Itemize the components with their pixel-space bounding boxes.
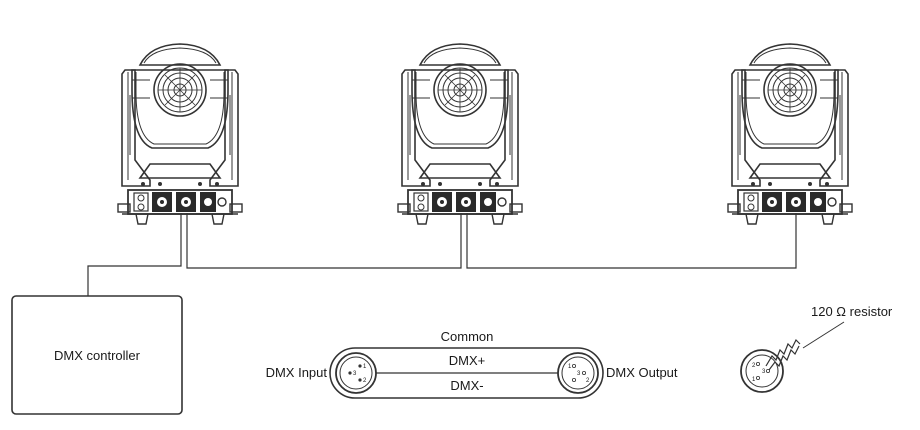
input-pin-2: 2 — [363, 378, 367, 384]
resistor-icon — [765, 338, 801, 367]
dmx-minus-label: DMX- — [450, 378, 483, 393]
dmx-output-label: DMX Output — [606, 365, 678, 380]
terminator-pin-2: 2 — [752, 363, 756, 369]
resistor-label: 120 Ω resistor — [811, 304, 893, 319]
input-pin-1: 1 — [363, 364, 367, 370]
dmx-plus-label: DMX+ — [449, 353, 485, 368]
dmx-controller-label: DMX controller — [54, 348, 141, 363]
input-pin-3: 3 — [353, 371, 357, 377]
terminator-pin-3: 3 — [762, 369, 766, 375]
dmx-input-label: DMX Input — [266, 365, 328, 380]
fixture-3 — [727, 43, 853, 225]
output-pin-3: 3 — [577, 371, 581, 377]
dmx-wiring — [87, 213, 797, 296]
dmx-input-connector: 1 3 2 — [335, 352, 377, 394]
common-label: Common — [441, 329, 494, 344]
dmx-output-connector: 1 3 2 — [557, 352, 599, 394]
dmx-controller: DMX controller — [11, 295, 183, 415]
dmx-terminator: 2 3 1 120 Ω resistor — [740, 304, 893, 393]
output-pin-2: 2 — [586, 378, 590, 384]
fixture-1 — [117, 43, 243, 225]
terminator-pin-1: 1 — [752, 377, 756, 383]
fixture-2 — [397, 43, 523, 225]
dmx-cable: Common DMX+ DMX- 1 3 2 1 3 2 DMX Input D… — [266, 329, 678, 399]
output-pin-1: 1 — [568, 364, 572, 370]
